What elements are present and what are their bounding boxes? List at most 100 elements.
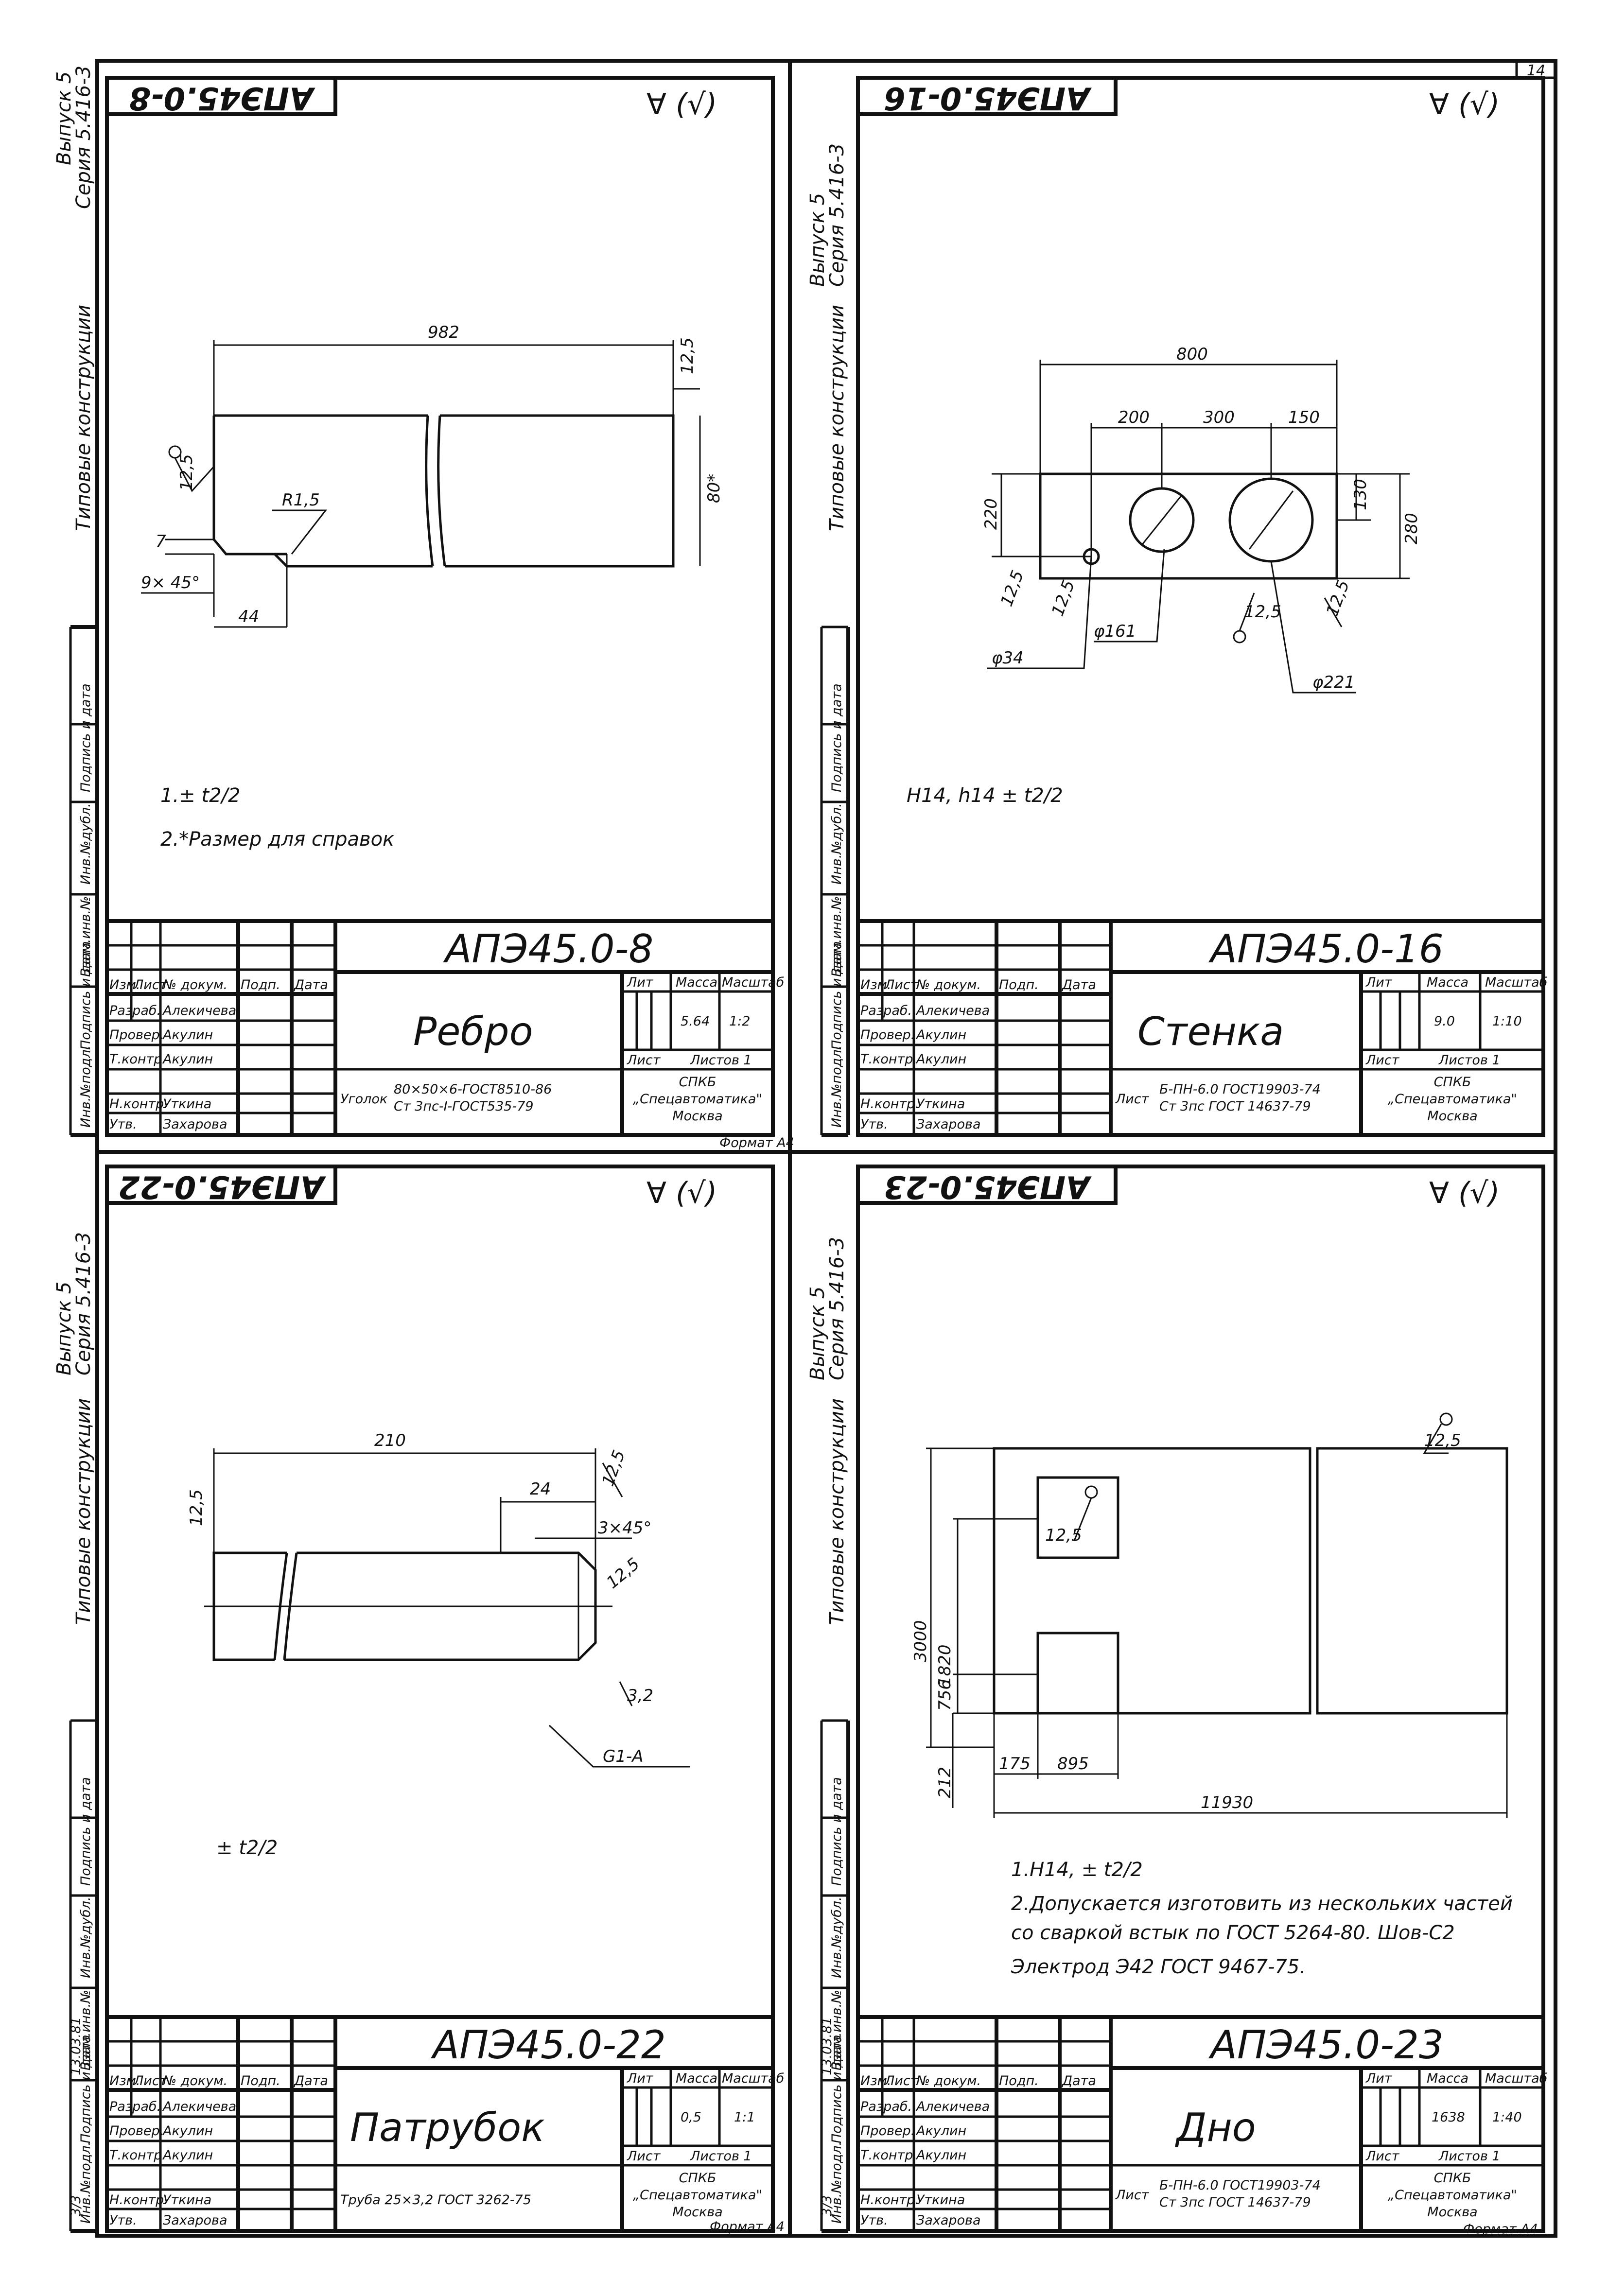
hdr-scale: Масштаб: [1485, 975, 1547, 990]
title-code: АПЭ45.0-16: [1208, 926, 1444, 972]
hdr-date: Дата: [294, 977, 328, 992]
stamp-label-2: Взам.инв.№: [829, 896, 844, 977]
stamp-label-2: Взам.инв.№: [829, 1990, 844, 2070]
note-4: Электрод Э42 ГОСТ 9467-75.: [1011, 1956, 1306, 1978]
title-code: АПЭ45.0-8: [443, 926, 654, 972]
dim-r1: 12,5: [997, 568, 1028, 609]
hdr-doc: № докум.: [162, 977, 227, 992]
person-1: Акулин: [915, 1027, 966, 1043]
role-4: Утв.: [109, 1117, 137, 1132]
role-2: Т.контр.: [860, 2148, 917, 2163]
person-0: Алекичева: [162, 2099, 236, 2114]
role-2: Т.контр.: [860, 1052, 917, 1067]
dim-h3: 280: [1402, 513, 1421, 544]
side-title: Типовые конструкции: [72, 1398, 95, 1625]
hdr-lit: Лит: [627, 975, 654, 990]
dim-rough-corner: 12,5: [1424, 1431, 1461, 1450]
person-0: Алекичева: [915, 1003, 990, 1018]
person-4: Захарова: [916, 2213, 981, 2228]
material-3: Ст 3пс ГОСТ 14637-79: [1159, 2195, 1311, 2210]
title-block: АПЭ45.0-22 Патрубок Лит Масса Масштаб 0,…: [105, 2015, 785, 2234]
sheet-outer-frame: [95, 59, 1557, 2238]
hdr-lit: Лит: [1365, 975, 1393, 990]
note-3: со сваркой встык по ГОСТ 5264-80. Шов-С2: [1011, 1922, 1455, 1944]
dim-rough-left: 12,5: [187, 1489, 206, 1526]
role-4: Утв.: [109, 2213, 137, 2228]
role-3: Н.контр.: [109, 2192, 168, 2208]
org-1: „Спецавтоматика": [1388, 1092, 1517, 1107]
dim-length: 210: [374, 1431, 406, 1450]
hdr-mass: Масса: [676, 975, 717, 990]
inner-frame: [105, 1165, 775, 2233]
stamp-label-0: Инв.№подл.: [829, 1045, 844, 1128]
side-column: Типовые конструкции Выпуск 5 Серия 5.416…: [53, 66, 99, 1137]
role-0: Разраб.: [109, 1003, 161, 1018]
stamp-label-4: Подпись и дата: [829, 1777, 844, 1886]
person-2: Акулин: [162, 1052, 213, 1067]
dim-length: 982: [428, 323, 459, 342]
material-1: Лист: [1115, 2188, 1150, 2203]
hdr-mass: Масса: [1427, 975, 1468, 990]
hdr-sign: Подп.: [241, 977, 280, 992]
person-2: Акулин: [915, 2148, 966, 2163]
dim-radius: R1,5: [282, 490, 320, 510]
issue-text: Выпуск 5: [806, 193, 829, 287]
org-2: Москва: [1427, 1109, 1477, 1124]
role-3: Н.контр.: [860, 1096, 919, 1112]
org-2: Москва: [1427, 2205, 1477, 2220]
dim-h1: 1820: [935, 1644, 955, 1687]
hdr-date: Дата: [1062, 2073, 1096, 2088]
dim-w1: 175: [999, 1754, 1031, 1774]
stamp-label-2: Взам.инв.№: [78, 896, 93, 977]
role-0: Разраб.: [860, 1003, 912, 1018]
hdr-sheets: Листов 1: [690, 1053, 752, 1068]
code-strip-text: АПЭ45.0-16: [884, 80, 1092, 116]
hdr-izm: Изм.: [109, 2073, 140, 2088]
note-1: H14, h14 ± t2/2: [907, 784, 1063, 807]
hdr-izm: Изм.: [860, 977, 891, 992]
title-block: АПЭ45.0-16 Стенка Лит Масса Масштаб 9.0 …: [856, 919, 1547, 1137]
material-3: Ст 3пс ГОСТ 14637-79: [1159, 1099, 1311, 1114]
dim-width: 800: [1176, 345, 1208, 364]
stamp-value-1: 13.03.81: [69, 2017, 84, 2075]
stamp-label-1: Подпись и дата: [78, 2035, 93, 2143]
org-1: „Спецавтоматика": [1388, 2188, 1517, 2203]
hdr-sheets: Листов 1: [690, 2149, 752, 2164]
side-column: Типовые конструкции Выпуск 5 Серия 5.416…: [53, 1232, 97, 2233]
hdr-doc: № докум.: [162, 2073, 227, 2088]
dim-w2: 895: [1057, 1754, 1089, 1774]
person-4: Захарова: [163, 1117, 227, 1132]
dim-r4: 12,5: [1323, 577, 1353, 619]
dim-d1: 200: [1118, 408, 1150, 427]
hdr-doc: № докум.: [915, 977, 981, 992]
stamp-label-1: Подпись и дата: [829, 2035, 844, 2143]
dim-h2: 756: [935, 1679, 955, 1711]
stamp-label-1: Подпись и дата: [78, 941, 93, 1050]
series-text: Серия 5.416-3: [826, 143, 848, 287]
part-view-bottom: 12,5 12,5 3000 1820 756 212 175 895: [911, 1412, 1508, 1818]
person-0: Алекичева: [915, 2099, 990, 2114]
quadrant-apz45-0-16: Типовые конструкции Выпуск 5 Серия 5.416…: [806, 76, 1547, 1137]
dim-offset: 44: [238, 607, 259, 626]
hdr-sheet: Лист: [1365, 1053, 1400, 1068]
person-1: Акулин: [162, 2123, 213, 2139]
dim-d3: 150: [1288, 408, 1320, 427]
mass-value: 9.0: [1434, 1014, 1455, 1029]
hdr-sheet: Лист: [1365, 2149, 1400, 2164]
material-1: Лист: [1115, 1092, 1150, 1107]
mass-value: 0,5: [681, 2110, 701, 2125]
material-1: Труба 25×3,2 ГОСТ 3262-75: [340, 2192, 531, 2208]
dim-chamfer: 9× 45°: [141, 573, 200, 592]
material-2: Б-ПН-6.0 ГОСТ19903-74: [1159, 1082, 1321, 1097]
stamp-label-4: Подпись и дата: [78, 683, 93, 792]
side-title: Типовые конструкции: [826, 1398, 848, 1625]
hdr-izm: Изм.: [860, 2073, 891, 2088]
dim-r3: 12,5: [1244, 602, 1281, 622]
hdr-sheets: Листов 1: [1438, 1053, 1501, 1068]
hdr-sign: Подп.: [999, 2073, 1039, 2088]
part-view-wall: 800 200 300 150 220 130 280 12,5 12,5: [981, 345, 1421, 694]
stamp-label-3: Инв.№дубл.: [829, 803, 844, 885]
org-0: СПКБ: [1434, 1075, 1471, 1090]
hdr-list: Лист: [133, 977, 168, 992]
